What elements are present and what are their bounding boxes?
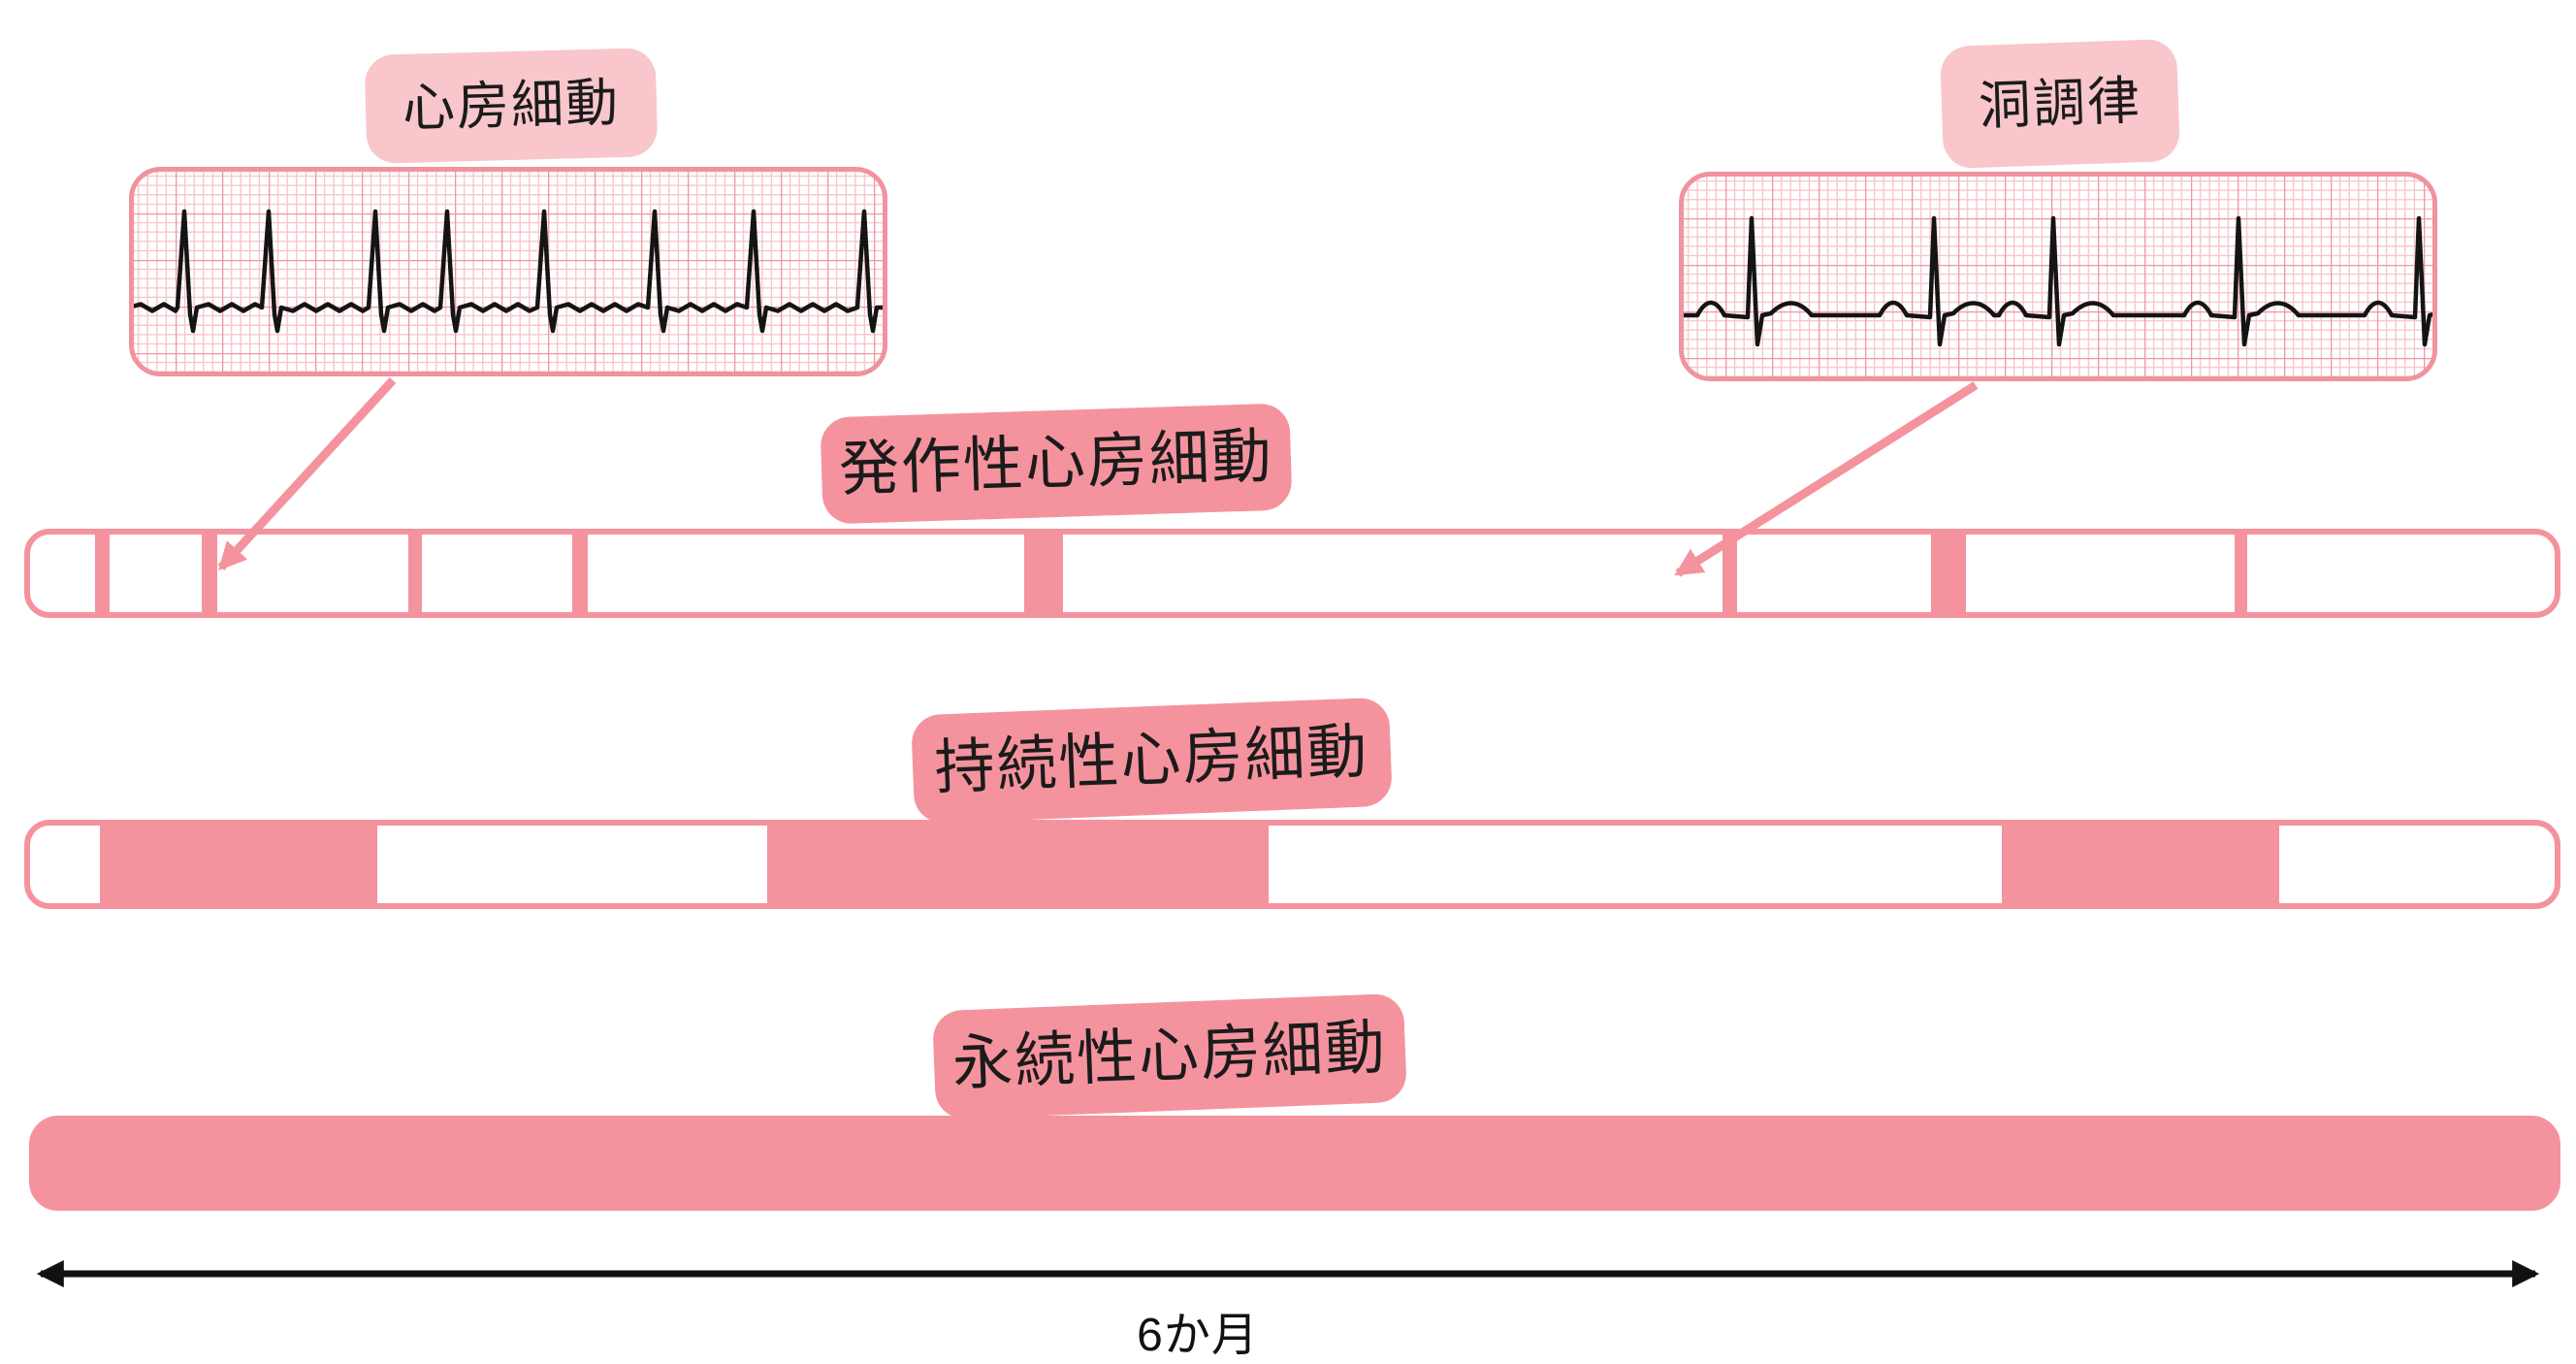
ecg-strip-af [129, 167, 887, 376]
timeline-bar-paroxysmal [24, 529, 2560, 618]
callout-sinus-bubble: 洞調律 [1939, 38, 2181, 170]
row-label-permanent: 永続性心房細動 [932, 992, 1407, 1120]
af-episode-segment-persistent [99, 826, 378, 903]
timeline-bar-permanent [29, 1116, 2560, 1211]
af-episode-segment-paroxysmal [1723, 535, 1737, 612]
ecg-strip-sinus [1679, 172, 2437, 381]
row-label-permanent-text: 永続性心房細動 [950, 1014, 1389, 1098]
af-episode-segment-paroxysmal [202, 535, 218, 612]
ecg-grid-af [131, 169, 886, 374]
af-episode-segment-paroxysmal [1024, 535, 1064, 612]
timeline-bar-persistent [24, 820, 2560, 909]
callout-af-bubble: 心房細動 [364, 48, 659, 164]
row-label-persistent-text: 持続性心房細動 [933, 718, 1370, 802]
af-episode-segment-paroxysmal [572, 535, 589, 612]
ecg-frame-af [129, 167, 887, 376]
af-episode-segment-persistent [2001, 826, 2280, 903]
af-episode-segment-permanent [35, 1121, 2555, 1205]
af-episode-segment-paroxysmal [1931, 535, 1966, 612]
row-label-paroxysmal-text: 発作性心房細動 [837, 422, 1274, 504]
callout-af-label: 心房細動 [402, 74, 621, 138]
ecg-af-trace [131, 209, 886, 334]
ecg-sinus-trace [1681, 215, 2435, 347]
af-episode-segment-paroxysmal [2235, 535, 2248, 612]
row-label-persistent: 持続性心房細動 [911, 697, 1393, 825]
callout-sinus-label: 洞調律 [1978, 72, 2142, 136]
af-episode-segment-paroxysmal [408, 535, 423, 612]
axis-label-six-months: 6か月 [1137, 1310, 1259, 1361]
af-episode-segment-paroxysmal [94, 535, 110, 612]
row-label-paroxysmal: 発作性心房細動 [820, 403, 1293, 525]
af-episode-segment-persistent [766, 826, 1270, 903]
ecg-frame-sinus [1679, 172, 2437, 381]
